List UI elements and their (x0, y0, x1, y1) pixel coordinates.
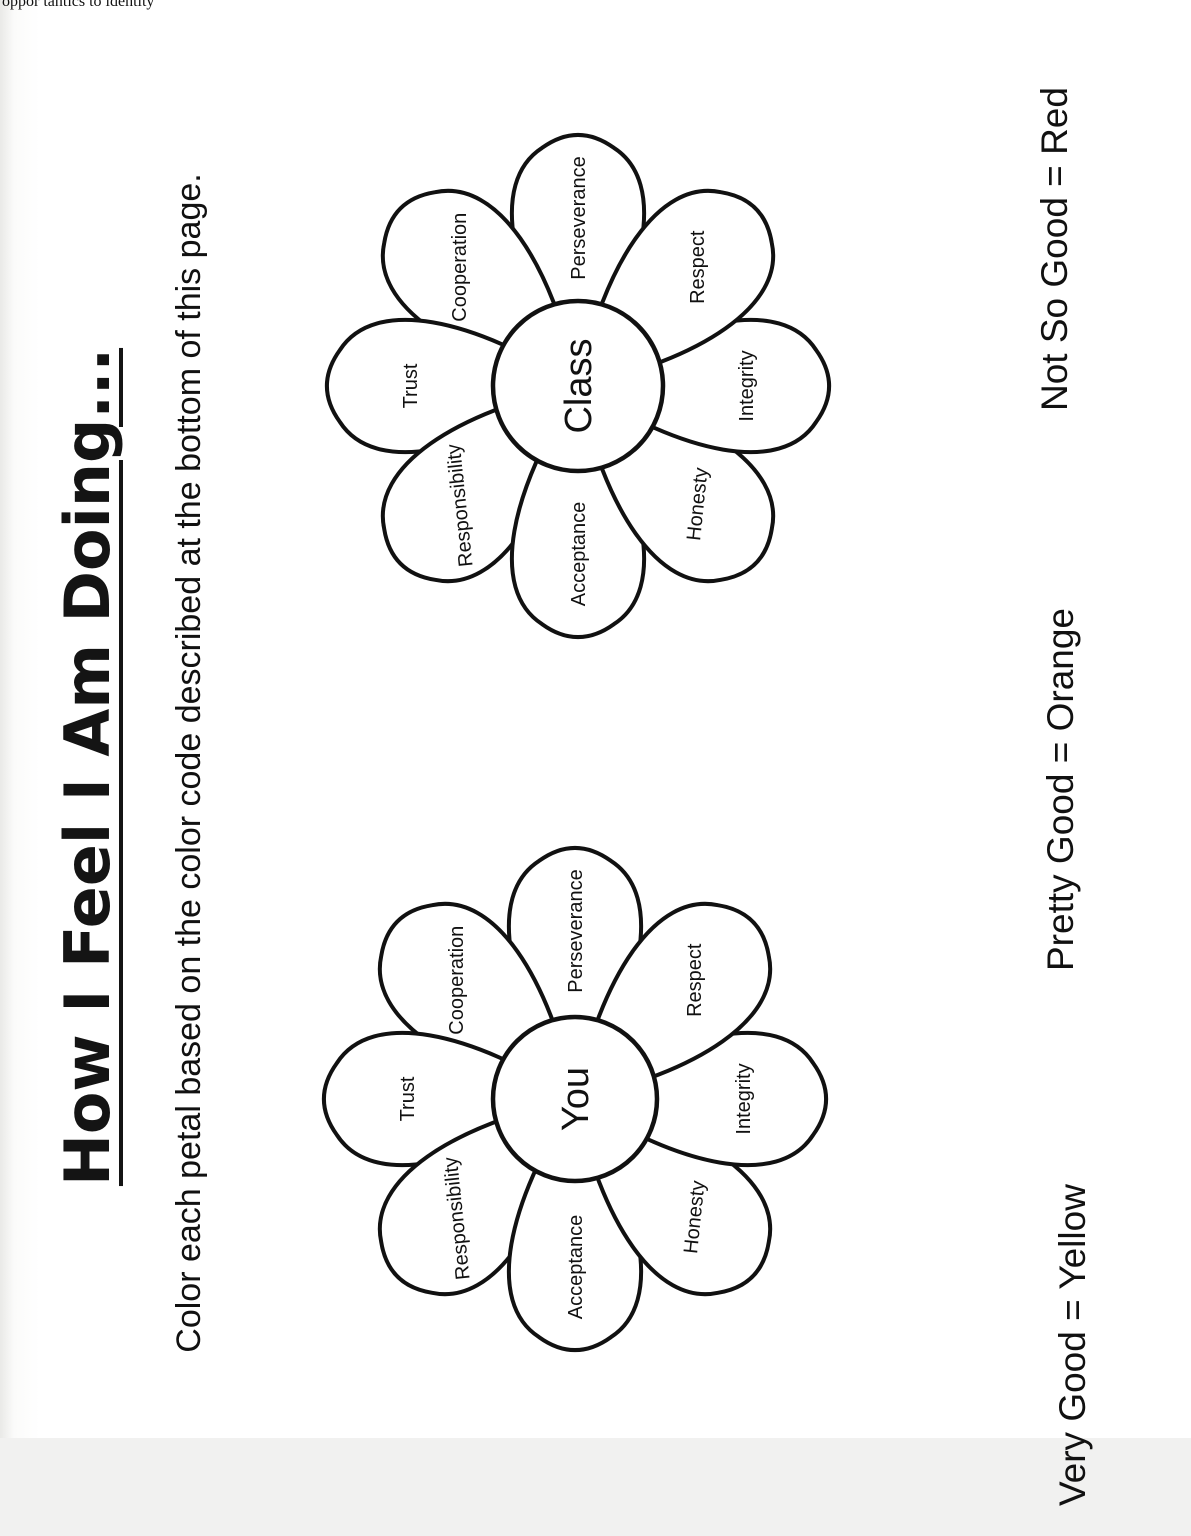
petal-label: Perseverance (565, 869, 587, 992)
petal-label: Cooperation (449, 213, 471, 322)
petal-label: Trust (400, 363, 422, 408)
petal-label: Integrity (736, 350, 758, 421)
flower-class: ClassPerseveranceCooperationTrustRespons… (327, 135, 829, 637)
petal-label: Acceptance (568, 502, 590, 607)
petal-label: Respect (684, 943, 706, 1017)
petal-label: Integrity (733, 1063, 755, 1134)
flower-you: YouPerseveranceCooperationTrustResponsib… (324, 848, 826, 1350)
legend-not-so-good: Not So Good = Red (1032, 87, 1078, 411)
petal-label: Acceptance (565, 1215, 587, 1320)
petal-label: Cooperation (446, 926, 468, 1035)
petal-label: Respect (687, 230, 709, 304)
legend-very-good: Very Good = Yellow (1050, 1184, 1096, 1506)
petal-label: Trust (397, 1076, 419, 1121)
petal-label: Perseverance (568, 156, 590, 279)
flower-center-label: Class (558, 338, 600, 433)
legend-pretty-good: Pretty Good = Orange (1038, 608, 1084, 971)
flower-center-label: You (555, 1067, 597, 1131)
